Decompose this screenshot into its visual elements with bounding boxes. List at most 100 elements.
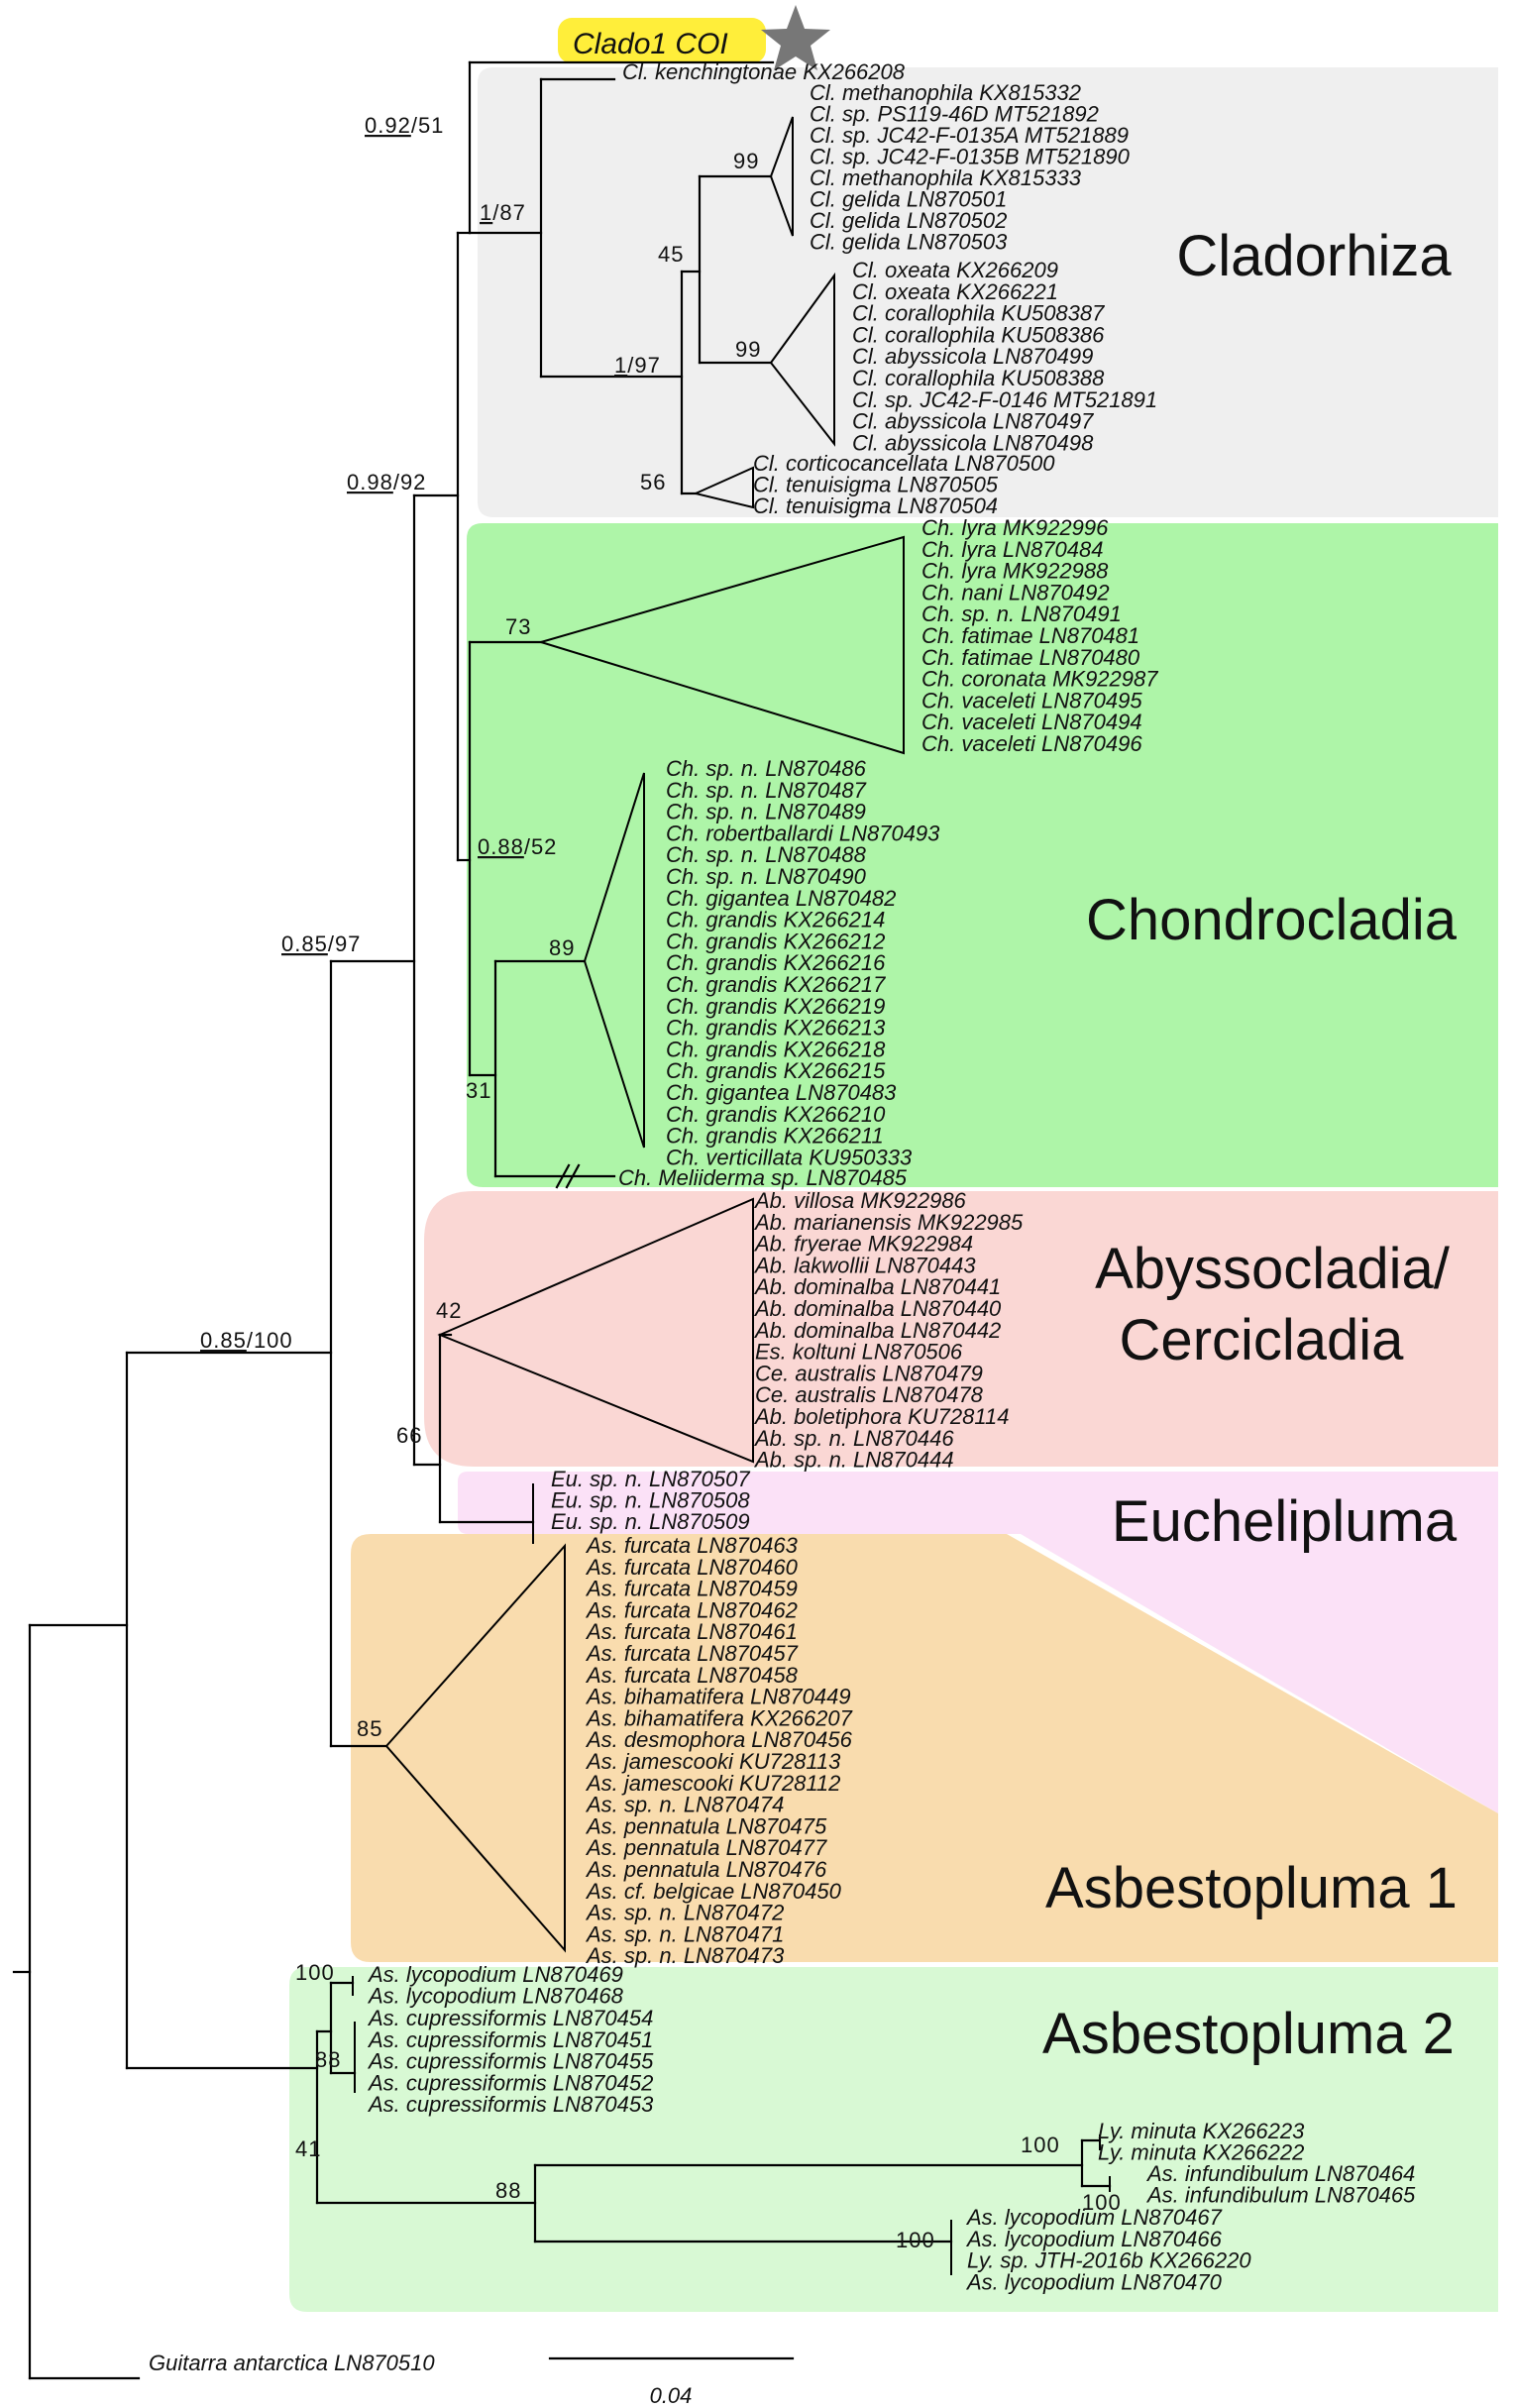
leaf-label: As. furcata LN870457 [585, 1641, 799, 1666]
leaf-label: Cl. corticocancellata LN870500 [753, 451, 1055, 476]
leaf-label: As. cupressiformis LN870453 [367, 2092, 654, 2117]
leaf-label: Ch. vaceleti LN870495 [921, 688, 1142, 712]
support-value: 31 [466, 1078, 491, 1103]
star-icon [761, 5, 830, 70]
leaf-label: Cl. corallophila KU508386 [852, 322, 1105, 347]
leaf-label: As. bihamatifera LN870449 [585, 1685, 851, 1709]
support-value: 100 [896, 2228, 935, 2252]
badge-label: Clado1 COI [573, 28, 728, 60]
support-value: 0.85/97 [281, 931, 361, 956]
leaf-label: Ch. lyra MK922996 [921, 515, 1109, 540]
clade-bg-cladorhiza [478, 67, 1498, 517]
support-value: 88 [315, 2047, 341, 2072]
leaf-label: As. furcata LN870462 [585, 1597, 798, 1622]
support-value: 0.88/52 [478, 834, 557, 859]
leaf-label: Ch. sp. n. LN870491 [921, 602, 1122, 626]
support-value: 1/97 [614, 353, 661, 378]
leaf-label: Guitarra antarctica LN870510 [149, 2351, 435, 2375]
leaf-label: As. sp. n. LN870472 [585, 1901, 784, 1925]
leaf-label: Ch. verticillata KU950333 [666, 1145, 913, 1169]
leaf-label: Ab. dominalba LN870442 [753, 1318, 1001, 1343]
collapsed-group-triangle [583, 772, 645, 1149]
leaf-label: Ch. Meliiderma sp. LN870485 [618, 1165, 908, 1190]
clade-name-asbestopluma2: Asbestopluma 2 [1042, 2002, 1455, 2066]
clade-name-abyssocladia-line2: Cercicladia [1120, 1308, 1405, 1372]
leaf-label: As. infundibulum LN870465 [1145, 2183, 1416, 2208]
leaf-label: Ch. lyra LN870484 [921, 537, 1103, 562]
leaf-label: Ab. lakwollii LN870443 [753, 1253, 976, 1277]
leaf-label: Cl. sp. PS119-46D MT521892 [810, 102, 1099, 127]
leaf-label: Ch. grandis KX266218 [666, 1037, 886, 1061]
leaf-label: As. cupressiformis LN870452 [367, 2070, 653, 2095]
leaf-label: Cl. oxeata KX266221 [852, 279, 1058, 304]
leaf-label: As. lycopodium LN870467 [965, 2205, 1223, 2230]
support-value: 42 [436, 1298, 462, 1323]
leaf-label: Ce. australis LN870479 [755, 1361, 983, 1385]
leaf-label: Cl. methanophila KX815332 [810, 80, 1081, 105]
leaf-label: Cl. sp. JC42-F-0135A MT521889 [810, 123, 1129, 148]
leaf-label: As. pennatula LN870476 [585, 1857, 827, 1882]
leaf-label: Ch. grandis KX266216 [666, 950, 886, 975]
support-value: 0.98/92 [347, 470, 426, 494]
leaf-label: Cl. abyssicola LN870499 [852, 344, 1093, 369]
leaf-label: As. cupressiformis LN870451 [367, 2027, 653, 2052]
leaf-label: Ch. fatimae LN870481 [921, 623, 1139, 648]
leaf-label: Ch. gigantea LN870483 [666, 1080, 897, 1105]
support-value: 1/87 [480, 200, 526, 225]
clade-name-asbestopluma1: Asbestopluma 1 [1045, 1856, 1458, 1920]
leaf-label: Ab. fryerae MK922984 [753, 1232, 973, 1257]
support-value: 85 [357, 1716, 382, 1741]
leaf-label: Ch. robertballardi LN870493 [666, 821, 940, 845]
support-value: 0.92/51 [365, 113, 444, 138]
collapsed-group-triangle [769, 272, 835, 447]
leaf-label: Ch. nani LN870492 [921, 580, 1110, 604]
collapsed-group-triangle [769, 116, 794, 237]
clade-name-euchelipluma: Euchelipluma [1112, 1489, 1458, 1554]
support-value: 45 [658, 242, 684, 267]
collapsed-group-triangle [384, 1543, 566, 1953]
leaf-label: Ch. grandis KX266214 [666, 908, 885, 932]
leaf-label: Cl. corallophila KU508388 [852, 366, 1105, 390]
clade-bg-asbestopluma2 [289, 1967, 1498, 2312]
leaf-label: Es. koltuni LN870506 [755, 1340, 963, 1365]
leaf-label: Ch. grandis KX266212 [666, 929, 885, 953]
leaf-label: Cl. sp. JC42-F-0146 MT521891 [852, 387, 1157, 412]
support-value: 88 [495, 2178, 521, 2203]
leaf-label: Ab. sp. n. LN870446 [753, 1426, 954, 1451]
leaf-label: As. pennatula LN870475 [585, 1813, 827, 1838]
collapsed-group-triangle [692, 466, 754, 509]
leaf-label: Cl. sp. JC42-F-0135B MT521890 [810, 145, 1131, 169]
leaf-label: Ch. grandis KX266211 [666, 1124, 884, 1149]
support-value: 100 [295, 1960, 335, 1985]
leaf-label: Eu. sp. n. LN870507 [551, 1467, 750, 1491]
leaf-label: As. infundibulum LN870464 [1145, 2161, 1415, 2186]
clade-bg-euchelipluma [458, 1472, 1498, 1813]
clade-bg-asbestopluma1 [351, 1534, 1498, 1962]
leaf-label: As. cupressiformis LN870455 [367, 2049, 654, 2074]
leaf-label: As. furcata LN870460 [585, 1555, 799, 1580]
leaf-label: As. lycopodium LN870466 [965, 2227, 1223, 2251]
leaf-label: As. bihamatifera KX266207 [585, 1705, 853, 1730]
clade-name-chondrocladia: Chondrocladia [1086, 888, 1458, 952]
leaf-label: Cl. tenuisigma LN870505 [753, 473, 999, 497]
leaf-label: As. furcata LN870458 [585, 1663, 799, 1688]
leaf-label: Ly. minuta KX266223 [1098, 2119, 1305, 2143]
leaf-label: Ch. sp. n. LN870488 [666, 842, 867, 867]
leaf-label: As. jamescooki KU728113 [585, 1749, 841, 1774]
support-value: 89 [549, 935, 575, 960]
leaf-label: Ch. lyra MK922988 [921, 559, 1109, 584]
leaf-label: Ch. sp. n. LN870486 [666, 756, 867, 781]
leaf-label: Ch. vaceleti LN870496 [921, 731, 1142, 756]
collapsed-group-triangle [437, 1197, 754, 1464]
leaf-label: As. sp. n. LN870474 [585, 1793, 784, 1817]
leaf-label: Ch. fatimae LN870480 [921, 645, 1140, 670]
leaf-label: Ch. coronata MK922987 [921, 667, 1158, 692]
support-value: 73 [505, 614, 531, 639]
leaf-label: Ch. vaceleti LN870494 [921, 710, 1142, 734]
leaf-label: Ab. villosa MK922986 [753, 1188, 967, 1213]
support-value: 0.85/100 [200, 1328, 293, 1353]
leaf-label: Eu. sp. n. LN870508 [551, 1488, 750, 1513]
support-value: 99 [733, 149, 759, 173]
